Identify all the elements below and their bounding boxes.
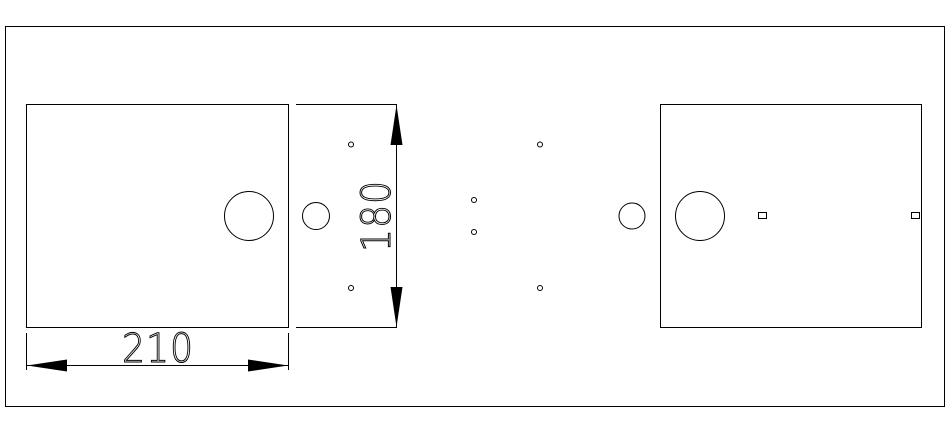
- middle-panel-small-hole-bottom: [348, 285, 354, 291]
- left-panel: [26, 104, 289, 328]
- free-hole-bottom: [537, 285, 543, 291]
- width-dimension-label: 210: [122, 326, 194, 372]
- free-hole-top: [537, 141, 543, 148]
- left-panel-large-hole: [224, 191, 274, 241]
- free-hole-lower: [471, 229, 477, 235]
- middle-panel-medium-hole: [302, 202, 330, 230]
- free-medium-hole: [618, 202, 646, 230]
- height-dimension-label: 180: [354, 180, 400, 252]
- free-hole-upper: [471, 197, 477, 203]
- right-panel-slot-right: [911, 212, 920, 219]
- right-panel: [660, 104, 922, 328]
- middle-panel-small-hole-top: [348, 141, 354, 148]
- right-panel-large-hole: [675, 191, 725, 241]
- right-panel-slot-left: [758, 212, 767, 219]
- outer-frame: [5, 26, 945, 407]
